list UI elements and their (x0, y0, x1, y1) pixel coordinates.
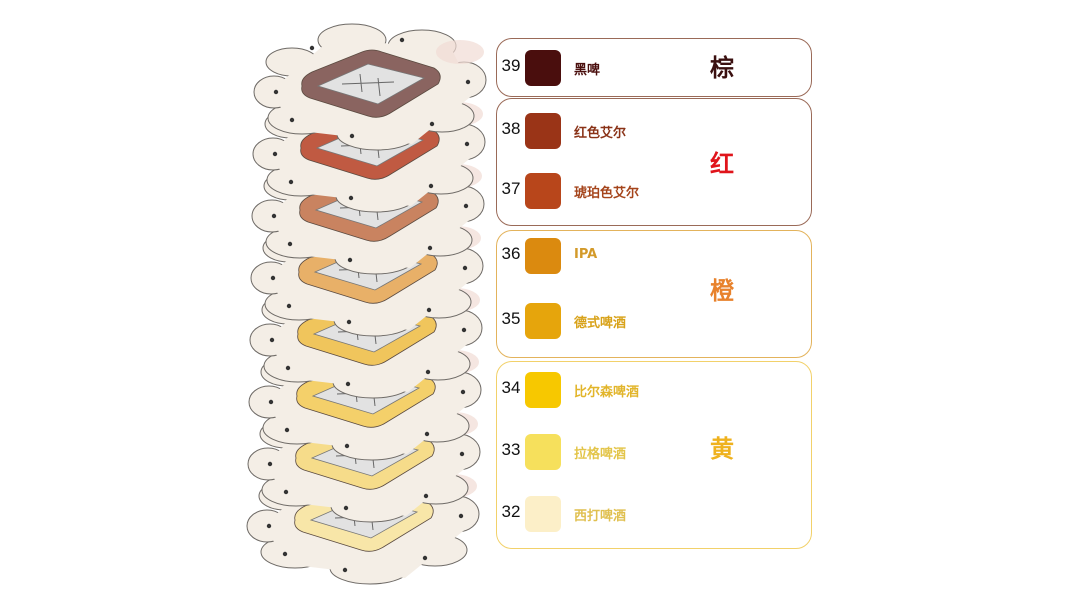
legend-row-label: 琥珀色艾尔 (574, 186, 640, 201)
legend-row-number: 33 (501, 440, 521, 459)
color-swatch (525, 496, 561, 532)
color-swatch (525, 238, 561, 274)
legend-row-number: 36 (501, 244, 521, 263)
legend-row-label: IPA (574, 247, 598, 262)
legend-row: 39 黑啤 (497, 48, 813, 88)
group-color-label: 橙 (710, 277, 734, 305)
legend-row-number: 37 (501, 179, 521, 198)
legend-row-label: 拉格啤酒 (574, 447, 627, 462)
color-swatch (525, 113, 561, 149)
color-swatch (525, 173, 561, 209)
legend-group-box: 红 38 红色艾尔 37 琥珀色艾尔 (496, 98, 812, 226)
legend-row-number: 32 (501, 502, 521, 521)
legend-row: 34 比尔森啤酒 (497, 370, 813, 410)
legend-row-number: 38 (501, 119, 521, 138)
legend-group-box: 橙 36 IPA 35 德式啤酒 (496, 230, 812, 358)
legend-row-number: 34 (501, 378, 521, 397)
coaster-layer (253, 23, 487, 151)
legend-row-label: 比尔森啤酒 (574, 385, 640, 400)
group-color-label: 棕 (710, 54, 734, 82)
color-swatch (525, 303, 561, 339)
legend-row: 33 拉格啤酒 (497, 432, 813, 472)
color-swatch (525, 434, 561, 470)
color-swatch (525, 50, 561, 86)
legend-row: 38 红色艾尔 (497, 111, 813, 151)
legend-group-box: 黄 34 比尔森啤酒 33 拉格啤酒 32 西打啤酒 (496, 361, 812, 549)
legend-row-label: 德式啤酒 (574, 316, 627, 331)
legend-row: 35 德式啤酒 (497, 301, 813, 341)
group-color-label: 黄 (710, 435, 734, 463)
legend-row-label: 黑啤 (574, 63, 601, 78)
legend-row-label: 红色艾尔 (574, 126, 627, 141)
legend-row-number: 39 (501, 56, 521, 75)
color-swatch (525, 372, 561, 408)
legend-row: 37 琥珀色艾尔 (497, 171, 813, 211)
legend-row: 36 IPA (497, 236, 813, 276)
legend-group-box: 棕 39 黑啤 (496, 38, 812, 97)
legend-row-label: 西打啤酒 (574, 509, 627, 524)
group-color-label: 红 (710, 150, 734, 178)
legend-row-number: 35 (501, 309, 521, 328)
legend-row: 32 西打啤酒 (497, 494, 813, 534)
